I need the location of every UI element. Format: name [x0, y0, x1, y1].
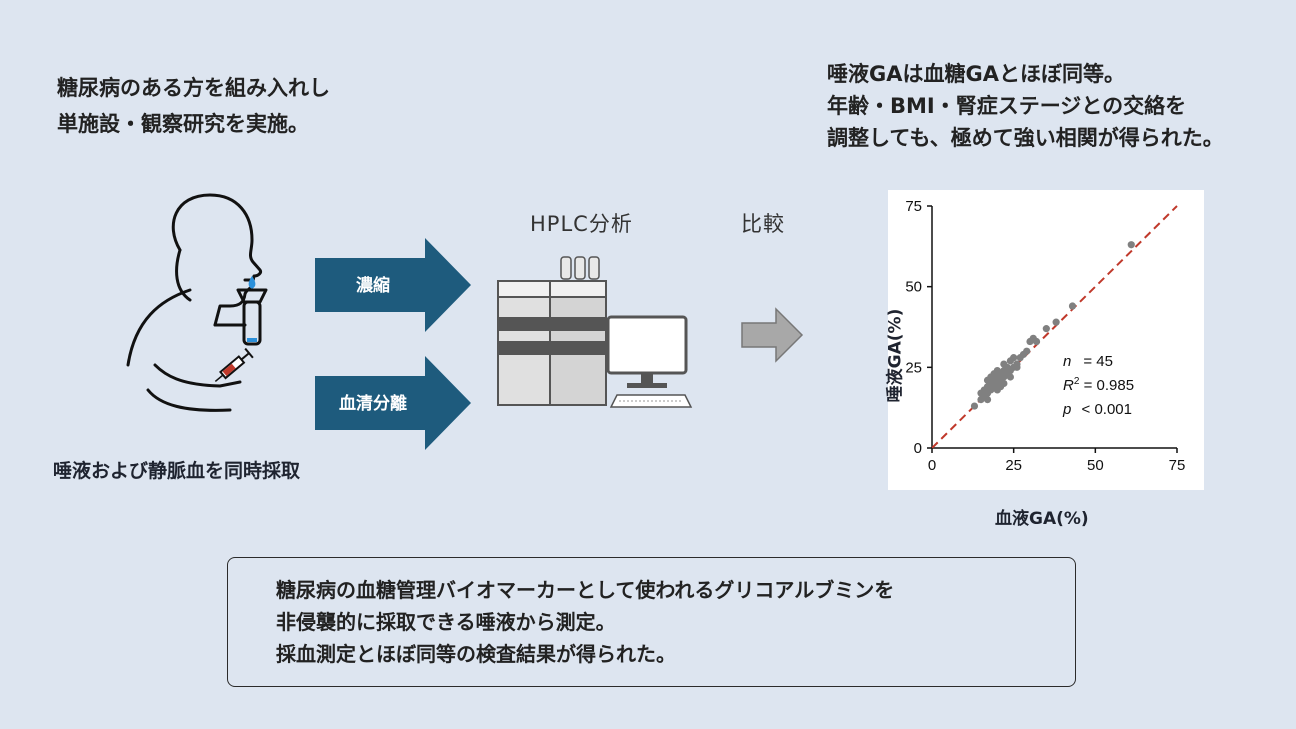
- shoulder-outline: [126, 288, 192, 367]
- head-back-outline: [175, 248, 192, 302]
- compare-label: 比較: [741, 212, 785, 236]
- x-tick-label: 50: [1087, 457, 1104, 474]
- data-point: [993, 386, 1001, 394]
- intro-line: 単施設・観察研究を実施。: [57, 112, 309, 136]
- data-point: [1010, 354, 1018, 362]
- summary-line: 採血測定とほぼ同等の検査結果が得られた。: [276, 642, 676, 666]
- concentrate-label: 濃縮: [356, 275, 390, 296]
- x-tick-label: 75: [1169, 457, 1186, 474]
- stats-layer: n= 45 R2 = 0.985 p < 0.001: [1062, 353, 1134, 418]
- x-tick-label: 25: [1005, 457, 1022, 474]
- summary-line: 糖尿病の血糖管理バイオマーカーとして使われるグリコアルブミンを: [276, 578, 895, 602]
- x-tick-label: 0: [928, 457, 936, 474]
- stat-p: p < 0.001: [1062, 401, 1132, 418]
- scatter-chart: 0 25 50 75 0 25 50 75 n= 45 R2 = 0.985 p < 0.00…: [905, 198, 1185, 474]
- data-point: [1032, 337, 1041, 346]
- data-point: [1068, 302, 1077, 310]
- data-point: [1000, 379, 1008, 388]
- hplc-label: HPLC分析: [530, 212, 633, 236]
- result-line: 調整しても、極めて強い相関が得られた。: [827, 126, 1224, 150]
- collection-label: 唾液および静脈血を同時採取: [53, 460, 301, 482]
- saliva-tube-icon: [242, 300, 262, 346]
- data-point: [1013, 363, 1021, 371]
- data-point: [1127, 241, 1135, 249]
- data-point: [1006, 373, 1014, 381]
- saliva-sample: [247, 338, 257, 342]
- concentrate-arrow: 濃縮: [315, 238, 471, 332]
- stat-n: n= 45: [1063, 353, 1113, 370]
- intro-line: 糖尿病のある方を組み入れし: [57, 76, 330, 100]
- serum-label: 血清分離: [339, 393, 407, 414]
- concentrate-arrow-shape: [315, 238, 471, 332]
- x-axis-title: 血液GA(%): [995, 509, 1089, 529]
- syringe-icon: [214, 347, 254, 383]
- serum-arrow: 血清分離: [315, 356, 471, 450]
- data-point: [1042, 325, 1050, 333]
- ticks-layer: 0 25 50 75 0 25 50 75: [905, 198, 1185, 474]
- points-layer: [970, 241, 1135, 410]
- stat-r2: R2 = 0.985: [1063, 376, 1134, 394]
- y-tick-label: 25: [905, 359, 922, 376]
- intro-text: 糖尿病のある方を組み入れし 単施設・観察研究を実施。: [57, 70, 330, 142]
- data-point: [1052, 318, 1060, 326]
- head-outline: [171, 193, 262, 327]
- saliva-drop-icon: [248, 276, 256, 289]
- result-line: 唾液GAは血糖GAとほぼ同等。: [827, 62, 1125, 86]
- y-axis-title: 唾液GA(%): [885, 308, 906, 403]
- funnel-icon: [236, 288, 268, 304]
- data-point: [983, 396, 992, 404]
- summary-box: 糖尿病の血糖管理バイオマーカーとして使われるグリコアルブミンを 非侵襲的に採取で…: [227, 557, 1076, 687]
- result-line: 年齢・BMI・腎症ステージとの交絡を: [827, 94, 1187, 118]
- summary-text: 糖尿病の血糖管理バイオマーカーとして使われるグリコアルブミンを 非侵襲的に採取で…: [276, 574, 894, 670]
- reference-line: [931, 205, 1178, 449]
- reference-line-layer: [931, 205, 1178, 449]
- y-tick-label: 50: [905, 279, 922, 296]
- data-point: [1023, 347, 1031, 355]
- person-illustration: [126, 193, 268, 412]
- hplc-instrument-icon: [497, 256, 693, 408]
- arm-upper-outline: [153, 363, 242, 388]
- axes-layer: [931, 206, 1177, 449]
- arm-lower-outline: [146, 388, 232, 412]
- result-text: 唾液GAは血糖GAとほぼ同等。 年齢・BMI・腎症ステージとの交絡を 調整しても…: [827, 58, 1224, 154]
- y-tick-label: 75: [905, 198, 922, 215]
- compare-arrow-icon: [741, 307, 804, 363]
- serum-arrow-shape: [315, 356, 471, 450]
- chart-card: 0 25 50 75 0 25 50 75 n= 45 R2 = 0.985 p < 0.00…: [888, 190, 1204, 490]
- y-tick-label: 0: [914, 440, 922, 457]
- summary-line: 非侵襲的に採取できる唾液から測定。: [276, 610, 616, 634]
- data-point: [970, 402, 979, 410]
